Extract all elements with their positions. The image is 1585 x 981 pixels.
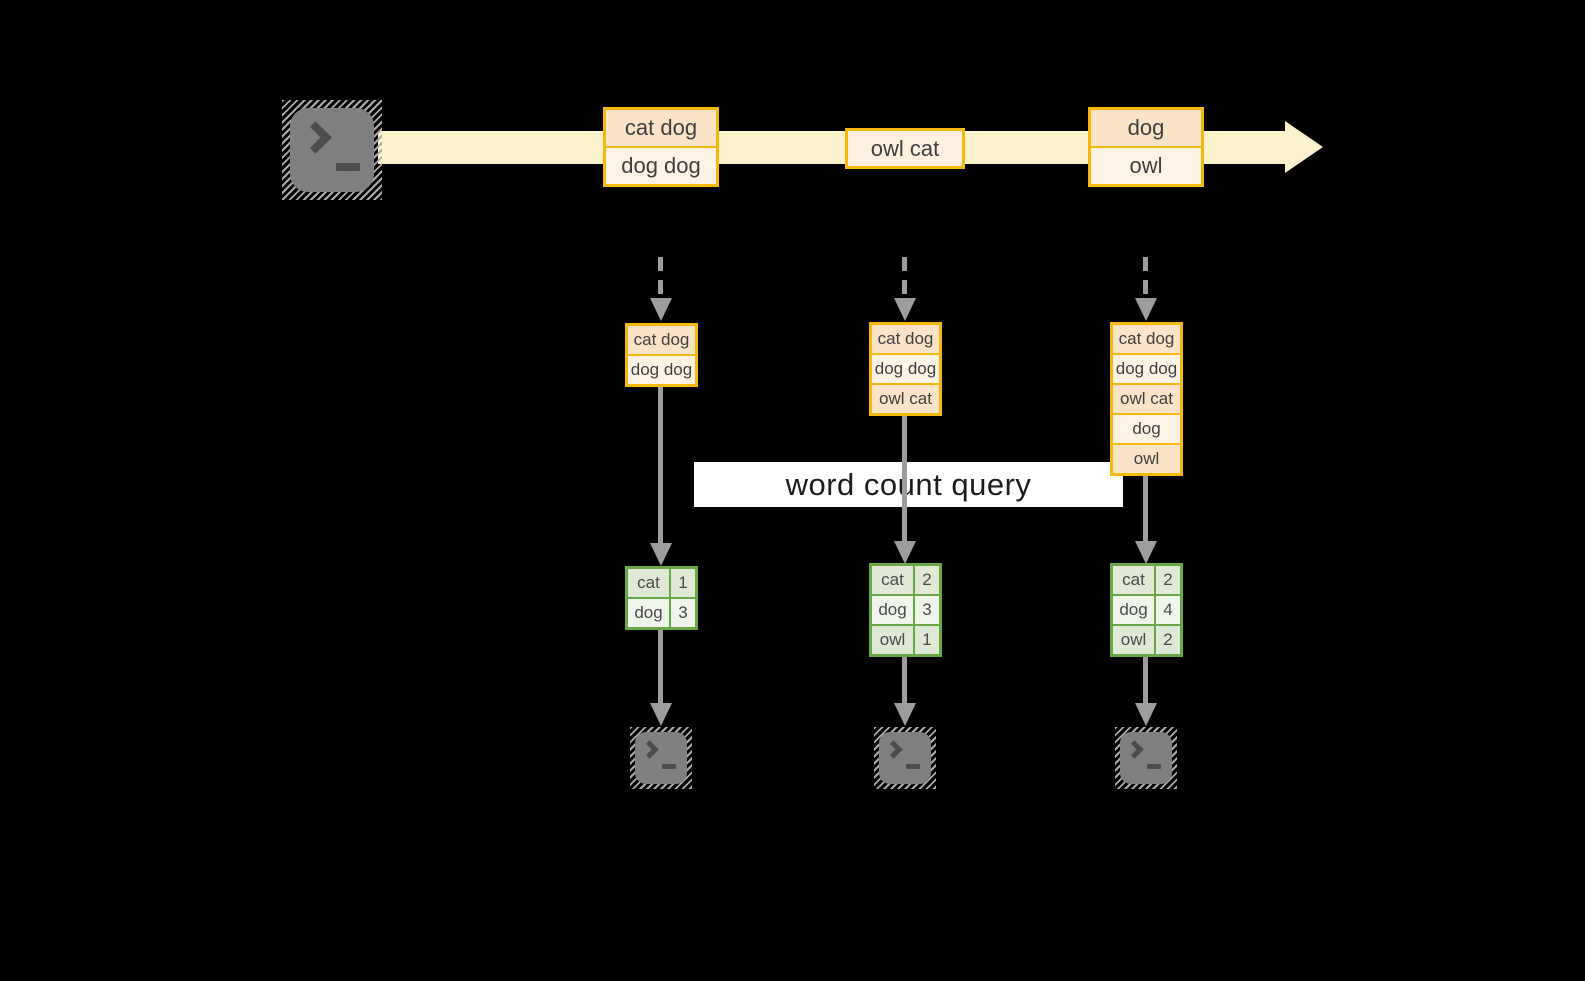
stream-event-box: owl cat	[845, 128, 965, 169]
query-label: word count query	[694, 462, 1123, 507]
stream-event-box: dog owl	[1088, 107, 1204, 187]
flow-arrow	[902, 657, 907, 705]
arrow-head-icon	[650, 543, 672, 566]
buffer-cell: owl cat	[1113, 385, 1180, 413]
word-cell: dog	[872, 596, 913, 624]
terminal-screen	[290, 108, 374, 192]
table-row: dog 3	[872, 596, 939, 624]
terminal-icon	[630, 727, 692, 789]
terminal-screen	[635, 732, 687, 784]
arrow-head-icon	[894, 298, 916, 321]
stream-event-cell: cat dog	[606, 110, 716, 146]
arrow-head-icon	[894, 541, 916, 564]
prompt-chevron-icon	[299, 121, 332, 154]
input-buffer-box: cat dog dog dog owl cat	[869, 322, 942, 416]
stream-event-cell: dog	[1091, 110, 1201, 146]
flow-arrow	[658, 630, 663, 705]
flow-arrow	[1143, 657, 1148, 705]
word-cell: cat	[872, 566, 913, 594]
buffer-cell: cat dog	[628, 326, 695, 354]
buffer-cell: dog dog	[872, 355, 939, 383]
prompt-underscore-icon	[662, 764, 676, 769]
table-row: cat 2	[872, 566, 939, 594]
buffer-cell: owl cat	[872, 385, 939, 413]
terminal-screen	[1120, 732, 1172, 784]
dashed-arrow	[902, 257, 907, 299]
flow-arrow	[1143, 476, 1148, 543]
flow-arrow	[658, 387, 663, 545]
input-buffer-box: cat dog dog dog	[625, 323, 698, 387]
arrow-head-icon	[650, 703, 672, 726]
stream-event-cell: owl cat	[848, 131, 962, 166]
terminal-icon	[874, 727, 936, 789]
count-cell: 1	[915, 626, 939, 654]
dashed-arrow	[658, 257, 663, 299]
terminal-icon	[282, 100, 382, 200]
table-row: owl 2	[1113, 626, 1180, 654]
word-cell: cat	[1113, 566, 1154, 594]
word-cell: dog	[628, 599, 669, 627]
word-cell: dog	[1113, 596, 1154, 624]
prompt-chevron-icon	[640, 740, 659, 759]
count-cell: 3	[671, 599, 695, 627]
table-row: cat 1	[628, 569, 695, 597]
word-count-table: cat 2 dog 4 owl 2	[1110, 563, 1183, 657]
arrow-head-icon	[1135, 298, 1157, 321]
word-cell: cat	[628, 569, 669, 597]
buffer-cell: cat dog	[872, 325, 939, 353]
stream-event-cell: dog dog	[606, 148, 716, 184]
word-cell: owl	[1113, 626, 1154, 654]
prompt-underscore-icon	[906, 764, 920, 769]
input-buffer-box: cat dog dog dog owl cat dog owl	[1110, 322, 1183, 476]
count-cell: 4	[1156, 596, 1180, 624]
arrow-head-icon	[894, 703, 916, 726]
prompt-chevron-icon	[884, 740, 903, 759]
buffer-cell: dog dog	[1113, 355, 1180, 383]
dashed-arrow	[1143, 257, 1148, 299]
prompt-chevron-icon	[1125, 740, 1144, 759]
count-cell: 2	[1156, 566, 1180, 594]
count-cell: 1	[671, 569, 695, 597]
arrow-head-icon	[1135, 703, 1157, 726]
count-cell: 3	[915, 596, 939, 624]
word-count-table: cat 2 dog 3 owl 1	[869, 563, 942, 657]
terminal-screen	[879, 732, 931, 784]
table-row: cat 2	[1113, 566, 1180, 594]
buffer-cell: dog	[1113, 415, 1180, 443]
count-cell: 2	[915, 566, 939, 594]
count-cell: 2	[1156, 626, 1180, 654]
buffer-cell: dog dog	[628, 356, 695, 384]
arrow-head-icon	[650, 298, 672, 321]
word-count-table: cat 1 dog 3	[625, 566, 698, 630]
prompt-underscore-icon	[1147, 764, 1161, 769]
buffer-cell: cat dog	[1113, 325, 1180, 353]
stream-arrow-head-icon	[1285, 121, 1323, 173]
terminal-icon	[1115, 727, 1177, 789]
word-cell: owl	[872, 626, 913, 654]
table-row: owl 1	[872, 626, 939, 654]
flow-arrow	[902, 416, 907, 543]
prompt-underscore-icon	[336, 163, 360, 171]
table-row: dog 4	[1113, 596, 1180, 624]
stream-event-cell: owl	[1091, 148, 1201, 184]
stream-event-box: cat dog dog dog	[603, 107, 719, 187]
table-row: dog 3	[628, 599, 695, 627]
buffer-cell: owl	[1113, 445, 1180, 473]
arrow-head-icon	[1135, 541, 1157, 564]
